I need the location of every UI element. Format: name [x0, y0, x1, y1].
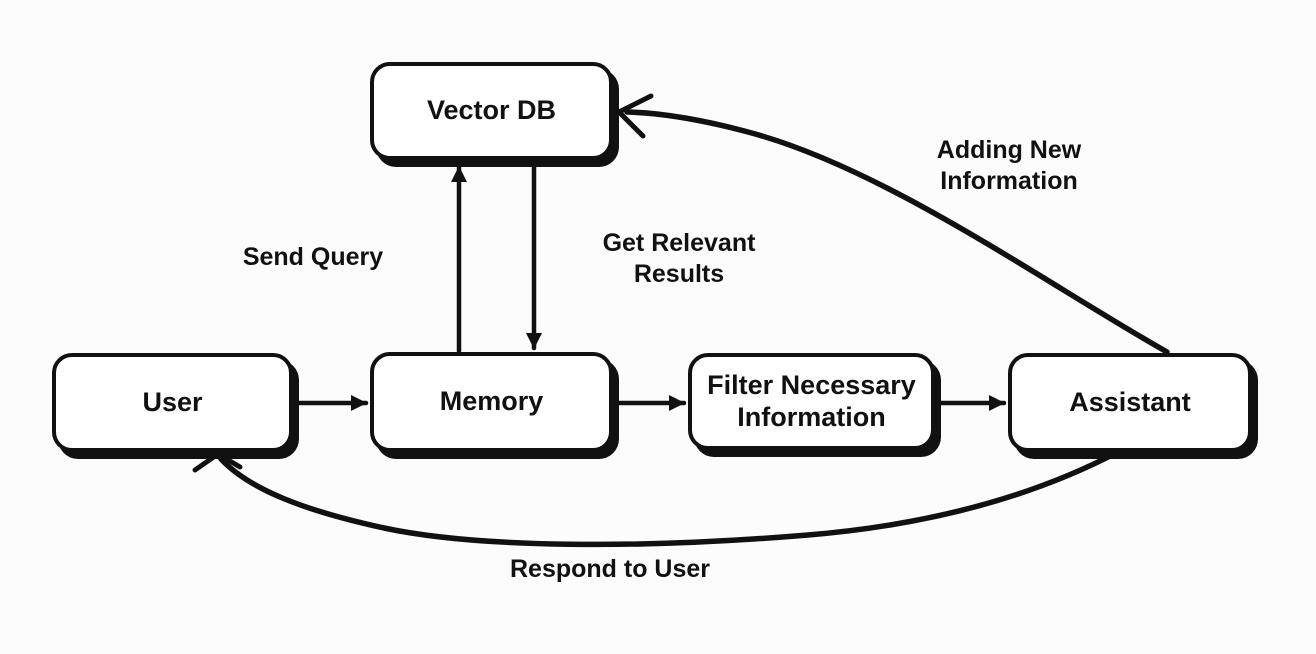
- node-filter-label: Filter Necessary Information: [707, 369, 916, 432]
- edge-label-get-relevant-results: Get Relevant Results: [602, 229, 756, 289]
- node-memory: Memory: [370, 352, 613, 452]
- node-memory-label: Memory: [439, 386, 544, 417]
- edge-label-send-query: Send Query: [242, 243, 384, 271]
- edge-label-respond-to-user: Respond to User: [509, 555, 711, 583]
- node-user-label: User: [142, 386, 203, 417]
- arrowhead-user-icon: [192, 451, 243, 473]
- node-filter: Filter Necessary Information: [688, 353, 935, 450]
- edge-label-adding-new-information: Adding New Information: [936, 136, 1082, 196]
- edge-assistant-to-user: [218, 449, 1121, 548]
- node-assistant: Assistant: [1008, 353, 1252, 452]
- node-assistant-label: Assistant: [1069, 386, 1191, 417]
- arrowhead-vectordb-icon: [616, 93, 654, 139]
- edge-assistant-to-vectordb: [624, 109, 1170, 355]
- node-vector-db-label: Vector DB: [426, 95, 557, 126]
- node-vector-db: Vector DB: [370, 62, 613, 160]
- node-user: User: [52, 353, 293, 452]
